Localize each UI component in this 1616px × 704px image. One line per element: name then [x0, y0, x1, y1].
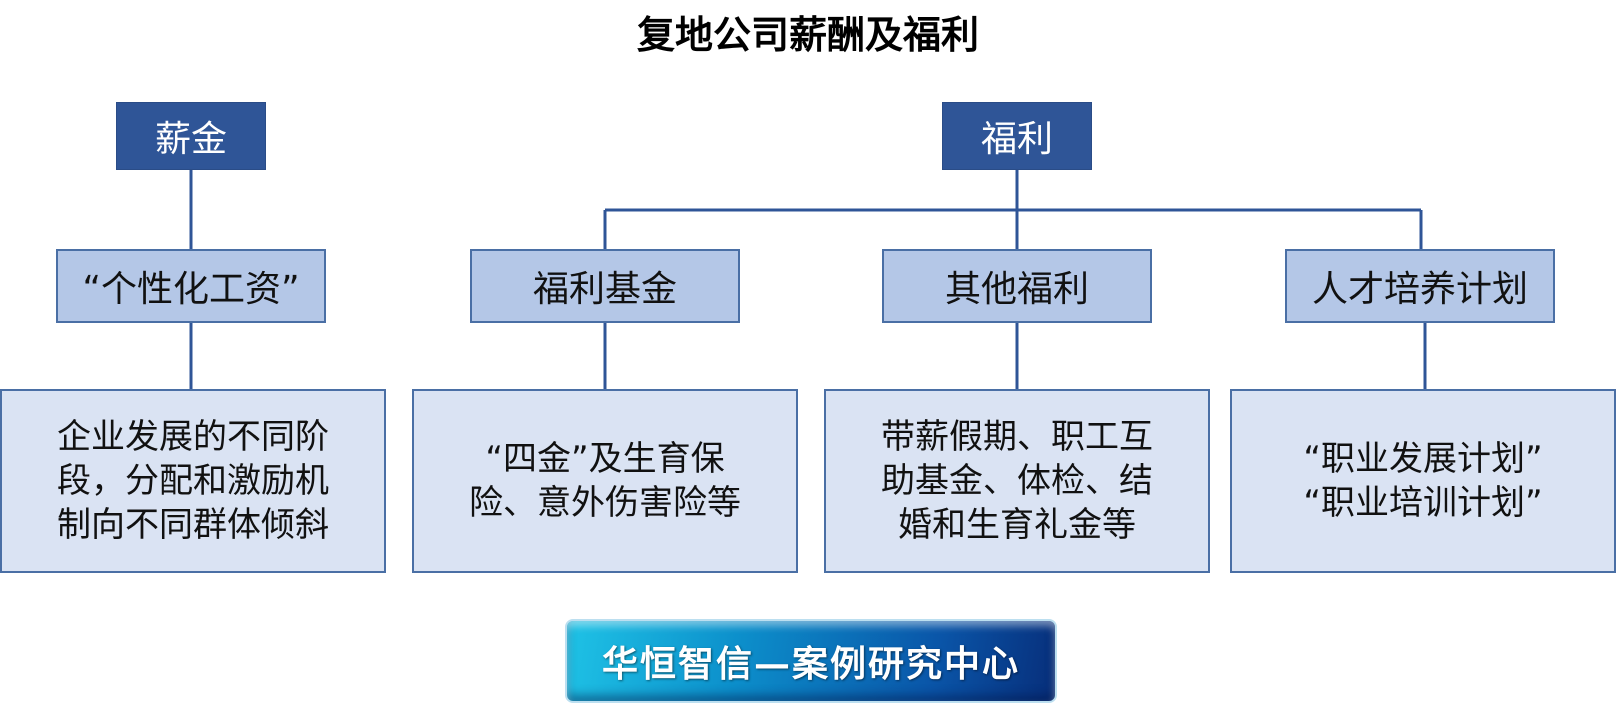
welfare-node-label: 福利 — [980, 119, 1053, 160]
talent-plan-detail: “职业发展计划” “职业培训计划” — [1230, 389, 1616, 573]
welfare-fund-label: 福利基金 — [532, 269, 677, 310]
personalized-salary-detail: 企业发展的不同阶 段，分配和激励机 制向不同群体倾斜 — [0, 389, 386, 573]
personalized-salary-node: “个性化工资” — [56, 249, 326, 323]
welfare-fund-node: 福利基金 — [470, 249, 740, 323]
other-welfare-node: 其他福利 — [882, 249, 1152, 323]
talent-plan-node: 人才培养计划 — [1285, 249, 1555, 323]
diagram-title: 复地公司薪酬及福利 — [636, 13, 979, 57]
salary-node: 薪金 — [116, 102, 266, 170]
welfare-fund-detail-text: “四金”及生育保 险、意外伤害险等 — [469, 439, 741, 523]
source-banner: 华恒智信—案例研究中心 — [565, 619, 1057, 703]
personalized-salary-label: “个性化工资” — [82, 269, 300, 310]
other-welfare-detail: 带薪假期、职工互 助基金、体检、结 婚和生育礼金等 — [824, 389, 1210, 573]
other-welfare-detail-text: 带薪假期、职工互 助基金、体检、结 婚和生育礼金等 — [881, 417, 1153, 545]
salary-node-label: 薪金 — [154, 119, 227, 160]
talent-plan-label: 人才培养计划 — [1311, 269, 1528, 310]
welfare-node: 福利 — [942, 102, 1092, 170]
other-welfare-label: 其他福利 — [944, 269, 1089, 310]
personalized-salary-detail-text: 企业发展的不同阶 段，分配和激励机 制向不同群体倾斜 — [57, 417, 329, 545]
welfare-fund-detail: “四金”及生育保 险、意外伤害险等 — [412, 389, 798, 573]
talent-plan-detail-text: “职业发展计划” “职业培训计划” — [1303, 439, 1543, 523]
source-banner-text: 华恒智信—案例研究中心 — [601, 643, 1020, 685]
